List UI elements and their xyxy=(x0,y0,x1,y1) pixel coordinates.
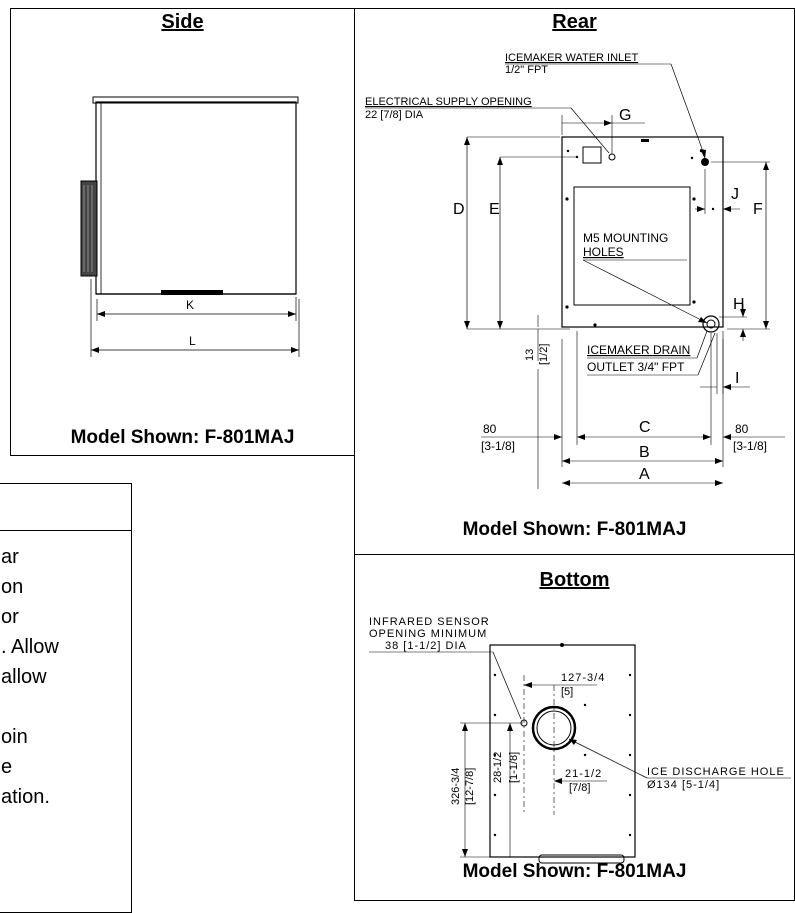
bottom-view-caption: Model Shown: F-801MAJ xyxy=(462,861,687,882)
note-line-8: e xyxy=(1,756,13,778)
discharge-label-2: Ø134 [5-1/4] xyxy=(647,779,720,791)
discharge-label-1: ICE DISCHARGE HOLE xyxy=(647,766,785,778)
dim-c-label: C xyxy=(639,419,651,436)
side-front-grille xyxy=(80,180,98,277)
note-line-4: . Allow xyxy=(1,636,59,658)
sensor-label-2: OPENING MINIMUM xyxy=(369,628,487,640)
dim-127-mm: 127-3/4 xyxy=(561,672,605,684)
electrical-opening-size: 22 [7/8] DIA xyxy=(365,109,424,121)
note-line-1: ar xyxy=(1,546,19,568)
right-offset-in: [3-1/8] xyxy=(733,439,767,453)
note-header-divider xyxy=(0,530,131,531)
dim-28-in: [1-1/8] xyxy=(508,752,520,783)
electrical-supply-hole xyxy=(608,153,616,161)
note-line-2: on xyxy=(1,576,24,598)
side-top-lip xyxy=(92,96,299,104)
side-view-drawing: K L xyxy=(80,96,300,357)
dim-21-in: [7/8] xyxy=(569,782,590,794)
side-view-panel: Side K L Model Shown: F-801MAJ xyxy=(10,8,355,456)
side-bottom-foot xyxy=(161,290,223,295)
side-view-title: Side xyxy=(161,11,204,33)
rear-access-plate xyxy=(573,186,691,306)
bottom-view-panel: Bottom INFRARED SENSOR OPENING MINIMUM 3… xyxy=(354,554,795,901)
rear-view-title: Rear xyxy=(552,11,597,33)
rear-top-handle xyxy=(641,139,649,142)
right-offset-mm: 80 xyxy=(735,422,749,436)
rear-cabinet-body xyxy=(561,136,724,328)
dim-f-label: F xyxy=(753,201,763,218)
dim-326-in: [12-7/8] xyxy=(464,768,476,805)
ice-discharge-hole xyxy=(531,705,577,751)
water-inlet-label: ICEMAKER WATER INLET xyxy=(505,52,639,64)
drain-outlet-label-1: ICEMAKER DRAIN xyxy=(587,343,690,357)
note-line-3: or xyxy=(1,606,19,628)
left-offset-mm: 80 xyxy=(483,422,497,436)
note-line-7: oin xyxy=(1,726,28,748)
dim-i-label: I xyxy=(735,370,739,387)
left-offset-in: [3-1/8] xyxy=(481,439,515,453)
side-view-caption: Model Shown: F-801MAJ xyxy=(70,427,295,448)
bottom-front-lip xyxy=(538,854,625,864)
clearance-note-box: ar on or . Allow allow oin e ation. xyxy=(0,483,132,913)
sensor-label-3: 38 [1-1/2] DIA xyxy=(385,640,467,652)
dim-b-label: B xyxy=(639,444,650,461)
dim-21-mm: 21-1/2 xyxy=(565,768,602,780)
dim-k-label: K xyxy=(186,298,194,312)
drain-outlet-fitting xyxy=(702,315,720,333)
water-inlet-fitting xyxy=(701,158,709,166)
dim-e-label: E xyxy=(489,201,500,218)
rear-view-panel: Rear ICEMAKER WATER INLET 1/2" FPT xyxy=(354,8,795,555)
water-inlet-size: 1/2" FPT xyxy=(505,64,548,76)
electrical-box xyxy=(582,146,602,164)
dim-j-label: J xyxy=(731,186,739,203)
dim-326-mm: 326-3/4 xyxy=(450,768,462,805)
side-cabinet-body xyxy=(95,101,297,295)
electrical-opening-label: ELECTRICAL SUPPLY OPENING xyxy=(365,96,532,108)
dim-l-label: L xyxy=(189,334,196,348)
mounting-holes-label-2: HOLES xyxy=(583,245,624,259)
dim-h-label: H xyxy=(733,296,745,313)
dim-127-in: [5] xyxy=(561,686,573,698)
drain-outlet-label-2: OUTLET 3/4" FPT xyxy=(587,360,685,374)
dim-d-label: D xyxy=(453,201,465,218)
bottom-offset-mm: 13 xyxy=(524,349,536,361)
mounting-holes-label-1: M5 MOUNTING xyxy=(583,231,668,245)
bottom-offset-in: [1/2] xyxy=(538,344,550,365)
dim-a-label: A xyxy=(639,466,650,483)
sensor-label-1: INFRARED SENSOR xyxy=(369,616,490,628)
dim-g-label: G xyxy=(619,107,631,124)
dim-28-mm: 28-1/2 xyxy=(492,752,504,783)
note-line-5: allow xyxy=(1,666,47,688)
note-line-9: ation. xyxy=(1,786,50,808)
rear-view-caption: Model Shown: F-801MAJ xyxy=(462,519,687,540)
bottom-view-title: Bottom xyxy=(539,569,610,591)
bottom-view-drawing: INFRARED SENSOR OPENING MINIMUM 38 [1-1/… xyxy=(369,616,791,864)
rear-view-drawing: ICEMAKER WATER INLET 1/2" FPT ELECTRICAL… xyxy=(365,52,785,489)
